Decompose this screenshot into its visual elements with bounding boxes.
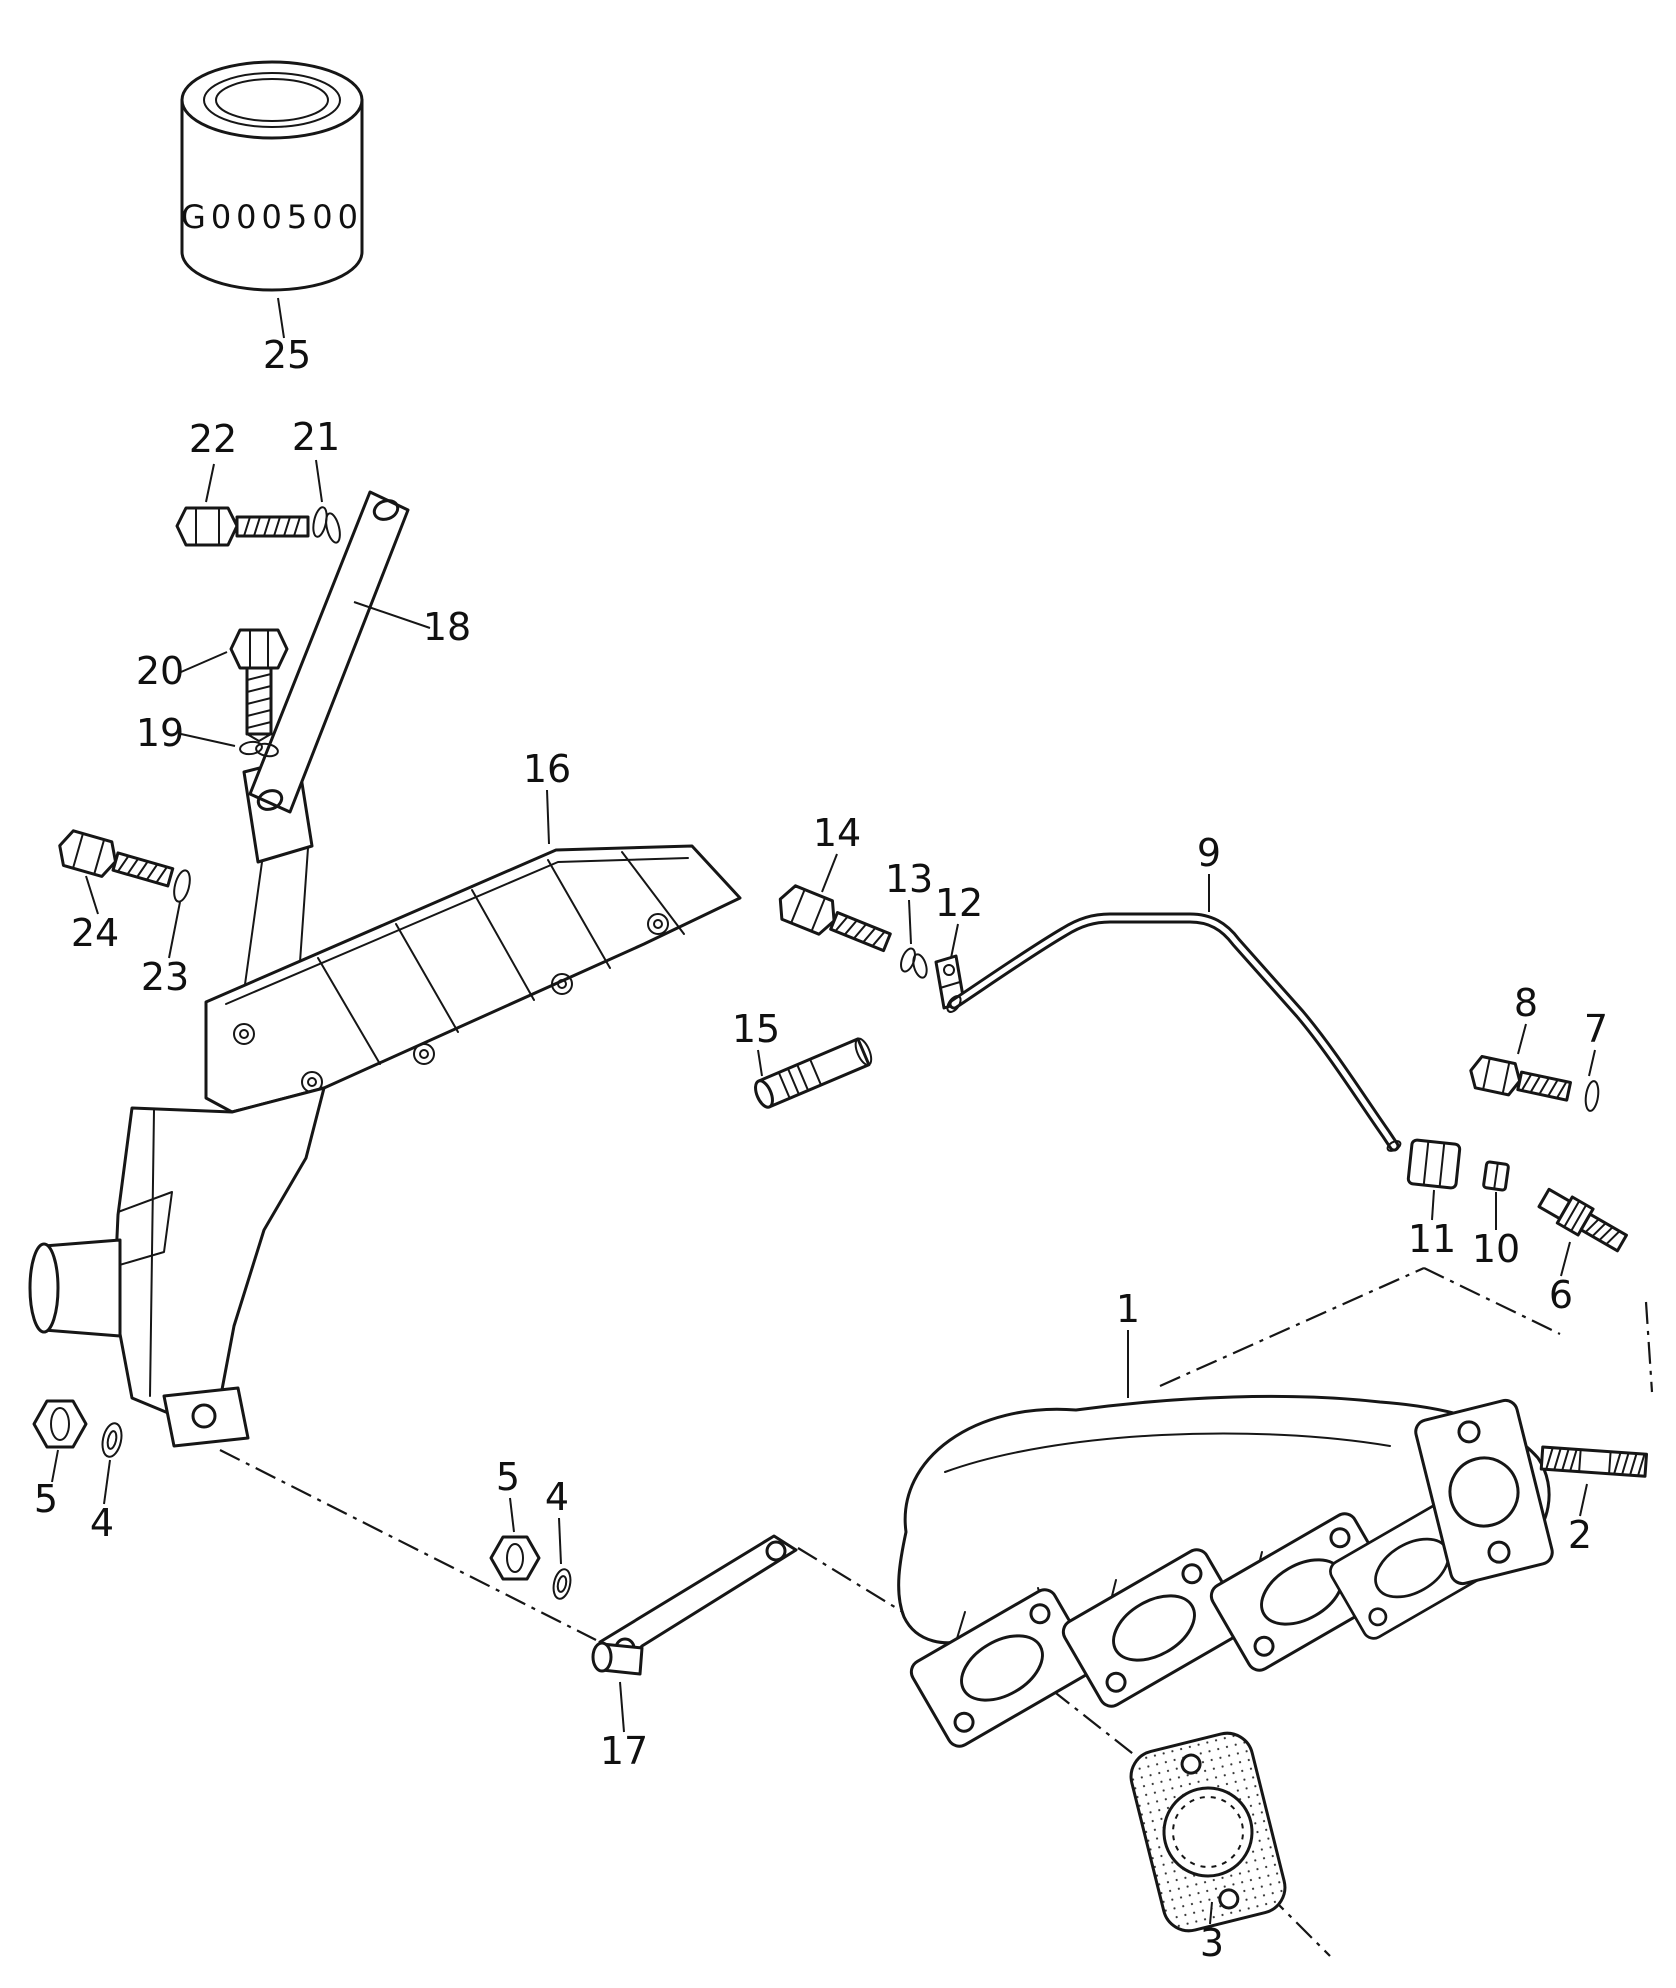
callout-4-mid[interactable]: 4 [545, 1475, 569, 1519]
callout-8[interactable]: 8 [1514, 981, 1538, 1025]
stud-15 [754, 1037, 873, 1109]
callout-25[interactable]: 25 [263, 333, 311, 377]
callout-labels: 25 22 21 18 20 19 24 23 16 14 13 12 15 9… [34, 333, 1608, 1965]
callout-18[interactable]: 18 [423, 605, 471, 649]
callout-5-left[interactable]: 5 [34, 1477, 58, 1521]
callout-4-left[interactable]: 4 [90, 1501, 114, 1545]
support-bracket-17 [591, 1534, 798, 1676]
washer-4-mid [552, 1568, 572, 1600]
callout-24[interactable]: 24 [71, 911, 119, 955]
hex-bolt-20 [229, 628, 289, 742]
callout-19[interactable]: 19 [136, 711, 184, 755]
threaded-fitting-6 [1537, 1187, 1628, 1253]
outlet-flange [1414, 1398, 1554, 1586]
callout-1[interactable]: 1 [1116, 1287, 1140, 1331]
vent-pipe-9 [946, 912, 1402, 1152]
exhaust-manifold-1 [897, 1394, 1554, 1753]
callout-2[interactable]: 2 [1568, 1513, 1592, 1557]
union-nut-11 [1406, 1138, 1462, 1190]
callout-17[interactable]: 17 [600, 1729, 648, 1773]
callout-10[interactable]: 10 [1472, 1227, 1520, 1271]
callout-12[interactable]: 12 [935, 881, 983, 925]
callout-22[interactable]: 22 [189, 417, 237, 461]
callout-23[interactable]: 23 [141, 955, 189, 999]
hex-nut-5-mid [489, 1535, 541, 1581]
pipe-clip-12 [934, 954, 966, 1010]
callout-11[interactable]: 11 [1408, 1217, 1456, 1261]
spring-washer-21 [312, 506, 341, 544]
heat-shield-16 [28, 844, 742, 1448]
callout-16[interactable]: 16 [523, 747, 571, 791]
leader-lines [51, 297, 1596, 1925]
support-strap-18 [241, 490, 410, 1007]
small-nut-10 [1482, 1160, 1510, 1192]
callout-13[interactable]: 13 [885, 857, 933, 901]
callout-21[interactable]: 21 [292, 415, 340, 459]
callout-5-mid[interactable]: 5 [496, 1455, 520, 1499]
hex-bolt-22 [175, 506, 310, 547]
callout-9[interactable]: 9 [1197, 831, 1221, 875]
callout-14[interactable]: 14 [813, 811, 861, 855]
hex-bolt-8 [1469, 1055, 1572, 1102]
callout-20[interactable]: 20 [136, 649, 184, 693]
can-code-label: G000500 [181, 198, 363, 236]
washer-7 [1584, 1080, 1600, 1112]
callout-7[interactable]: 7 [1584, 1007, 1608, 1051]
stud-2 [1539, 1445, 1649, 1478]
callout-3[interactable]: 3 [1200, 1921, 1224, 1965]
hex-bolt-14 [778, 884, 892, 953]
washer-4-left [101, 1422, 123, 1458]
spring-washer-13 [900, 947, 928, 979]
sealant-can: G000500 [180, 60, 364, 292]
lock-washer-19 [239, 740, 279, 758]
hex-bolt-24 [58, 829, 175, 888]
washer-23 [173, 869, 191, 903]
callout-15[interactable]: 15 [732, 1007, 780, 1051]
hex-nut-5-left [32, 1399, 88, 1449]
callout-6[interactable]: 6 [1549, 1273, 1573, 1317]
exhaust-gasket-3 [1129, 1731, 1287, 1933]
